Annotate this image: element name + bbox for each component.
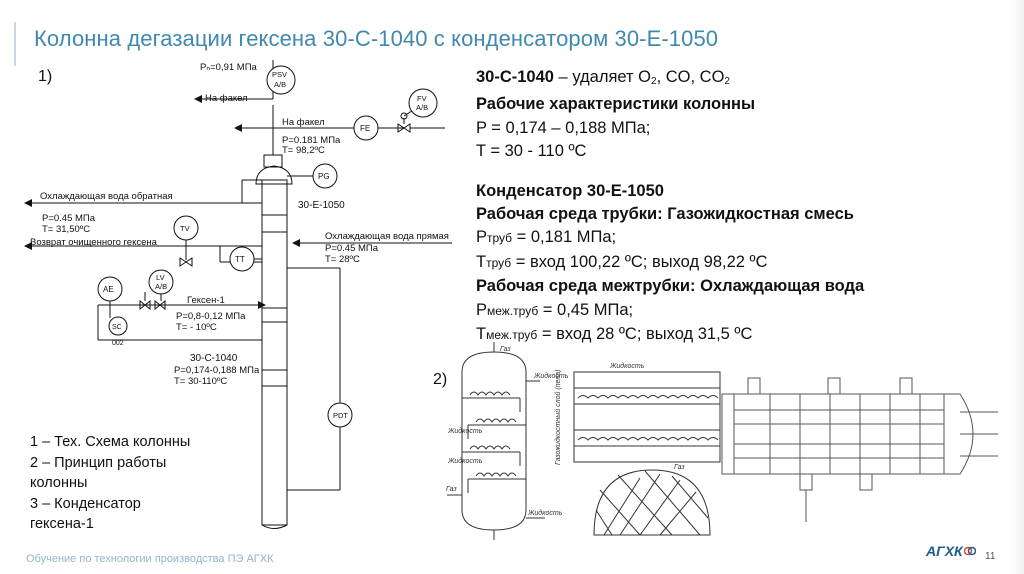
tv-label: TV [180,224,190,233]
psv-pressure-text: Pₙ=0,91 МПа [200,62,258,73]
tray-detail-drawing [573,371,721,536]
flare-temperature: T= 98,2ºC [282,145,325,156]
sc-label: SC [112,324,122,331]
process-flow-scheme: Pₙ=0,91 МПа PSV A/B FV A/B На факел На ф… [24,60,452,529]
tube-pressure-symbol: P [476,228,488,247]
feed-pressure: P=0,8-0,12 МПа [176,311,246,322]
feed-temperature: T= - 10ºC [176,322,217,333]
co2-subscript: 2 [724,76,730,87]
page-title: Колонна дегазации гексена 30-С-1040 с ко… [34,26,719,51]
flare-label-1: На факел [205,93,248,104]
tt-bubble [229,246,255,272]
o2-subscript: 2 [651,76,657,87]
column-id: 30-C-1040 [476,68,554,86]
drawing-label-liquid-tray: Жидкость [609,362,645,370]
pdt-bubble [327,402,353,428]
lv-label: LV [156,273,165,282]
legend-item-2: 2 – Принцип работы [30,454,167,471]
drawing-label-foam: Газожидкостный слой (пена) [554,369,562,465]
fv-label: FV [417,94,427,103]
shell-pressure-symbol: P [476,300,488,319]
tv-bubble [173,215,199,241]
page-number: 11 [985,551,996,562]
column-pressure-spec: P = 0,174 – 0,188 МПа; [476,118,651,137]
cw-return-temperature: T= 31,50ºC [42,224,90,235]
cw-supply-label: Охлаждающая вода прямая [325,231,449,242]
ae-label: AE [103,285,114,294]
sc-number: 002 [112,340,124,347]
cw-supply-temperature: T= 28ºC [325,254,360,265]
shell-pressure-subscript: меж.труб [487,303,539,318]
tt-label: TT [235,255,245,264]
drawings-number-label: 2) [433,371,448,388]
column-body [261,179,288,526]
psv-bubble [266,65,296,95]
legend-item-1: 1 – Тех. Схема колонны [30,434,191,450]
flare-pressure: P=0.181 МПа [282,135,341,146]
column-pressure: P=0,174-0,188 МПа [174,365,260,376]
fe-label: FE [360,124,370,133]
condenser-drawing [721,377,998,522]
shell-pressure-value: = 0,45 МПа; [538,300,634,319]
cw-return-label: Охлаждающая вода обратная [40,191,173,202]
right-edge-shade [1010,0,1024,574]
sc-bubble [108,316,128,336]
tube-pressure-value: = 0,181 МПа; [512,228,617,247]
hexene-feed-label: Гексен-1 [187,295,225,306]
fv-label-ab: A/B [416,103,428,112]
condenser-heading: Конденсатор 30-E-1050 [476,181,664,200]
shell-temperature-value: = вход 28 ºC; выход 31,5 ºC [537,325,753,344]
pdt-label: PDT [333,411,348,420]
shell-temperature-subscript: меж.труб [486,328,538,343]
shell-medium-spec: Рабочая среда межтрубки: Охлаждающая вод… [476,277,865,296]
logo-mark-icon [964,546,976,556]
legend: 1 – Тех. Схема колонны 2 – Принцип работ… [30,432,230,535]
scheme-number-label: 1) [38,68,53,85]
tube-pressure-subscript: труб [487,231,513,246]
legend-item-3-cont: гексена-1 [30,516,94,532]
psv-label-ab: A/B [274,80,286,89]
drawing-label-liquid-1: Жидкость [533,372,569,380]
footer-text: Обучение по технологии производства ПЭ А… [26,553,274,565]
removes-text-2: , CO, CO [656,68,725,86]
column-temperature-spec: T = 30 - 110 ºC [476,142,587,161]
fv-bubble [408,88,438,118]
agkh-logo: АГХК [926,543,963,559]
title-bar: Колонна дегазации гексена 30-С-1040 с ко… [14,22,1012,66]
flare-label-2: На факел [282,117,325,128]
cw-return-pressure: P=0.45 МПа [42,213,96,224]
column-tag: 30-C-1040 [190,353,238,364]
tube-temperature-subscript: труб [486,255,512,270]
drawing-label-gas-tray: Газ [674,464,685,471]
psv-label: PSV [272,70,287,79]
column-top-head [255,165,293,185]
drawing-label-liquid-bottom: Жидкость [527,509,563,517]
legend-item-2-cont: колонны [30,475,88,491]
shell-temperature-symbol: T [476,325,487,344]
fe-bubble [353,115,379,141]
removes-text: – удаляет O [553,68,651,86]
tube-medium-spec: Рабочая среда трубки: Газожидкостная сме… [476,205,854,224]
legend-item-3: 3 – Конденсатор [30,495,141,512]
column-characteristics-heading: Рабочие характеристики колонны [476,95,756,114]
cw-supply-pressure: P=0.45 МПа [325,243,379,254]
lv-bubble [148,269,174,295]
ae-bubble [97,276,123,302]
column-temperature: T= 30-110ºC [174,376,227,387]
specifications-text: 30-C-1040 – удаляет O2, CO, CO2 Рабочие … [476,66,996,347]
hexene-return-label: Возврат очищенного гексена [30,237,158,248]
pg-bubble [312,163,338,189]
tube-temperature-symbol: T [476,252,487,271]
condenser-tag: 30-E-1050 [298,200,345,211]
lv-label-ab: A/B [155,282,167,291]
pg-label: PG [318,172,330,181]
tube-temperature-value: = вход 100,22 ºC; выход 98,22 ºC [511,252,768,271]
